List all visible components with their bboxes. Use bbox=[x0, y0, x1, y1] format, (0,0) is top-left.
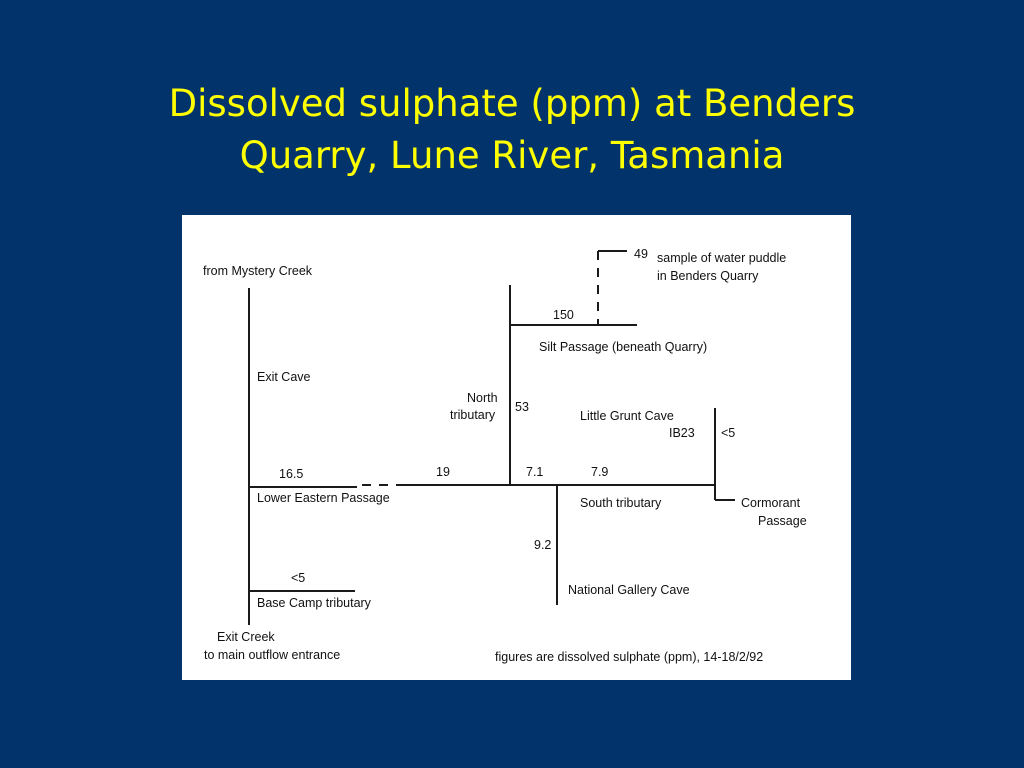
label-ib23: IB23 bbox=[669, 426, 695, 440]
diagram-canvas: from Mystery Creek Exit Cave 16.5 Lower … bbox=[203, 247, 807, 664]
label-tributary: tributary bbox=[450, 408, 496, 422]
title-line-2: Quarry, Lune River, Tasmania bbox=[239, 134, 785, 177]
label-cormorant: Cormorant bbox=[741, 496, 801, 510]
slide-title: Dissolved sulphate (ppm) at Benders Quar… bbox=[0, 78, 1024, 182]
label-north: North bbox=[467, 391, 498, 405]
label-to-main-outflow-entrance: to main outflow entrance bbox=[204, 648, 340, 662]
footnote: figures are dissolved sulphate (ppm), 14… bbox=[495, 650, 763, 664]
value-49: 49 bbox=[634, 247, 648, 261]
value-lt5-base-camp: <5 bbox=[291, 571, 305, 585]
value-19: 19 bbox=[436, 465, 450, 479]
cave-sulphate-diagram: from Mystery Creek Exit Cave 16.5 Lower … bbox=[182, 215, 851, 680]
label-exit-creek: Exit Creek bbox=[217, 630, 275, 644]
label-exit-cave: Exit Cave bbox=[257, 370, 311, 384]
value-16-5: 16.5 bbox=[279, 467, 303, 481]
value-7-1: 7.1 bbox=[526, 465, 543, 479]
label-sample-line-2: in Benders Quarry bbox=[657, 269, 759, 283]
value-lt5-grunt: <5 bbox=[721, 426, 735, 440]
label-base-camp-tributary: Base Camp tributary bbox=[257, 596, 372, 610]
value-53: 53 bbox=[515, 400, 529, 414]
value-7-9: 7.9 bbox=[591, 465, 608, 479]
label-passage: Passage bbox=[758, 514, 807, 528]
value-150: 150 bbox=[553, 308, 574, 322]
label-national-gallery-cave: National Gallery Cave bbox=[568, 583, 690, 597]
label-from-mystery-creek: from Mystery Creek bbox=[203, 264, 313, 278]
value-9-2: 9.2 bbox=[534, 538, 551, 552]
label-south-tributary: South tributary bbox=[580, 496, 662, 510]
label-little-grunt-cave: Little Grunt Cave bbox=[580, 409, 674, 423]
title-line-1: Dissolved sulphate (ppm) at Benders bbox=[168, 82, 856, 125]
label-sample-line-1: sample of water puddle bbox=[657, 251, 786, 265]
label-lower-eastern-passage: Lower Eastern Passage bbox=[257, 491, 390, 505]
label-silt-passage: Silt Passage (beneath Quarry) bbox=[539, 340, 707, 354]
